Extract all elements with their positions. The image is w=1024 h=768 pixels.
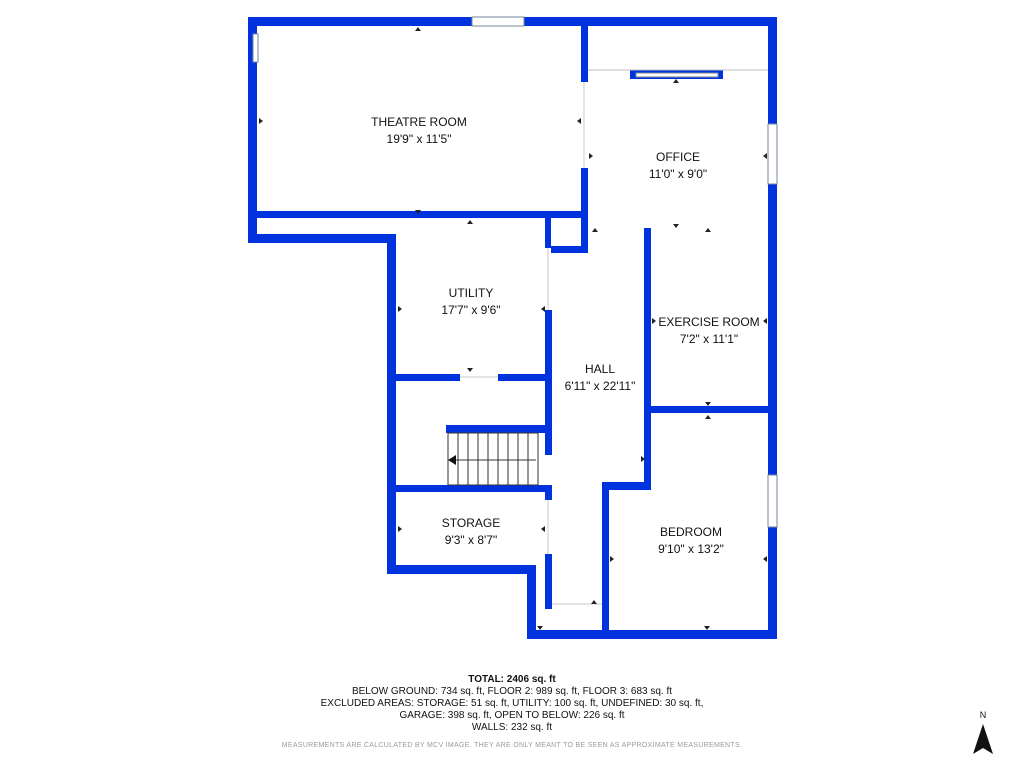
wall-hall-left-top bbox=[581, 218, 588, 253]
room-dimensions: 7'2" x 11'1" bbox=[679, 332, 739, 346]
marker-icon bbox=[537, 626, 543, 630]
marker-icon bbox=[673, 79, 679, 83]
marker-icon bbox=[705, 228, 711, 232]
wall-storage-top bbox=[396, 485, 546, 492]
room-name: UTILITY bbox=[448, 286, 494, 300]
wall-utility-right bbox=[545, 310, 552, 455]
stairs bbox=[447, 432, 539, 486]
marker-icon bbox=[763, 153, 767, 159]
marker-icon bbox=[610, 556, 614, 562]
room-label-bedroom: BEDROOM 9'10" x 13'2" bbox=[641, 524, 741, 558]
wall-hall-left-lower bbox=[545, 554, 552, 609]
walls-area-line: WALLS: 232 sq. ft bbox=[471, 722, 553, 733]
wall-utility-bottom-right bbox=[498, 374, 548, 381]
room-name: OFFICE bbox=[656, 150, 700, 164]
door-openings bbox=[460, 82, 602, 605]
marker-icon bbox=[641, 456, 645, 462]
room-name: STORAGE bbox=[441, 516, 501, 530]
wall-lower-step bbox=[527, 565, 536, 639]
window-theatre-left bbox=[252, 33, 259, 63]
wall-left-lower bbox=[387, 234, 396, 574]
marker-icon bbox=[415, 27, 421, 31]
window-theatre-top bbox=[471, 16, 525, 27]
marker-icon bbox=[259, 118, 263, 124]
total-area: TOTAL: 2406 sq. ft bbox=[468, 674, 556, 685]
room-label-storage: STORAGE 9'3" x 8'7" bbox=[421, 515, 521, 549]
marker-icon bbox=[577, 118, 581, 124]
compass: N bbox=[968, 710, 998, 758]
room-dimensions: 17'7" x 9'6" bbox=[441, 303, 501, 317]
room-name: HALL bbox=[584, 362, 616, 376]
wall-right bbox=[768, 17, 777, 639]
north-label: N bbox=[979, 710, 987, 720]
room-name: THEATRE ROOM bbox=[371, 115, 467, 129]
marker-icon bbox=[652, 318, 656, 324]
wall-left-upper bbox=[248, 17, 257, 243]
room-dimensions: 9'10" x 13'2" bbox=[658, 542, 724, 556]
wall-exercise-bottom bbox=[644, 406, 774, 413]
wall-utility-right-top bbox=[545, 218, 551, 248]
wall-theatre-right-lower bbox=[581, 168, 588, 218]
marker-icon bbox=[589, 153, 593, 159]
wall-theatre-bottom bbox=[248, 211, 588, 218]
room-dimensions: 19'9" x 11'5" bbox=[386, 132, 452, 146]
wall-storage-bottom bbox=[387, 565, 535, 574]
wall-utility-top-step bbox=[551, 246, 588, 253]
marker-icon bbox=[467, 368, 473, 372]
marker-icon bbox=[398, 306, 402, 312]
wall-step-left bbox=[248, 234, 396, 243]
wall-hall-right-lower-step bbox=[602, 482, 651, 490]
room-label-utility: UTILITY 17'7" x 9'6" bbox=[421, 285, 521, 319]
room-label-exercise: EXERCISE ROOM 7'2" x 11'1" bbox=[653, 314, 765, 348]
dimension-markers bbox=[259, 27, 767, 630]
marker-icon bbox=[704, 626, 710, 630]
marker-icon bbox=[467, 220, 473, 224]
marker-icon bbox=[705, 402, 711, 406]
room-dimensions: 11'0" x 9'0" bbox=[648, 167, 708, 181]
room-label-hall: HALL 6'11" x 22'11" bbox=[550, 361, 650, 395]
area-breakdown-line: BELOW GROUND: 734 sq. ft, FLOOR 2: 989 s… bbox=[351, 686, 673, 697]
room-name: BEDROOM bbox=[659, 525, 722, 539]
marker-icon bbox=[398, 526, 402, 532]
marker-icon bbox=[415, 210, 421, 214]
room-dimensions: 9'3" x 8'7" bbox=[444, 533, 498, 547]
measurement-disclaimer: MEASUREMENTS ARE CALCULATED BY MCV IMAGE… bbox=[281, 742, 743, 749]
stair-outline bbox=[447, 432, 539, 486]
wall-utility-bottom-left bbox=[396, 374, 460, 381]
stair-direction-arrow-icon bbox=[448, 455, 456, 465]
area-summary: TOTAL: 2406 sq. ft BELOW GROUND: 734 sq.… bbox=[0, 674, 1024, 734]
room-label-theatre: THEATRE ROOM 19'9" x 11'5" bbox=[344, 114, 494, 148]
excluded-areas-line-continued: GARAGE: 398 sq. ft, OPEN TO BELOW: 226 s… bbox=[399, 710, 625, 721]
marker-icon bbox=[673, 224, 679, 228]
wall-bedroom-left bbox=[602, 482, 609, 639]
window-bedroom-right bbox=[767, 474, 778, 528]
marker-icon bbox=[763, 318, 767, 324]
wall-theatre-right-upper bbox=[581, 26, 588, 82]
wall-stair-top bbox=[446, 425, 552, 433]
excluded-areas-line: EXCLUDED AREAS: STORAGE: 51 sq. ft, UTIL… bbox=[320, 698, 704, 709]
marker-icon bbox=[541, 306, 545, 312]
north-arrow-icon bbox=[973, 724, 993, 754]
window-office-right bbox=[767, 123, 778, 185]
wall-storage-right bbox=[545, 485, 552, 500]
room-dimensions: 6'11" x 22'11" bbox=[564, 379, 636, 393]
room-label-office: OFFICE 11'0" x 9'0" bbox=[628, 149, 728, 183]
marker-icon bbox=[592, 228, 598, 232]
window-office-top bbox=[635, 72, 719, 78]
room-name: EXERCISE ROOM bbox=[658, 315, 760, 329]
marker-icon bbox=[541, 526, 545, 532]
marker-icon bbox=[763, 556, 767, 562]
marker-icon bbox=[591, 600, 597, 604]
marker-icon bbox=[705, 415, 711, 419]
windows bbox=[252, 16, 778, 528]
wall-bottom bbox=[527, 630, 777, 639]
wall-exercise-left bbox=[644, 228, 651, 490]
